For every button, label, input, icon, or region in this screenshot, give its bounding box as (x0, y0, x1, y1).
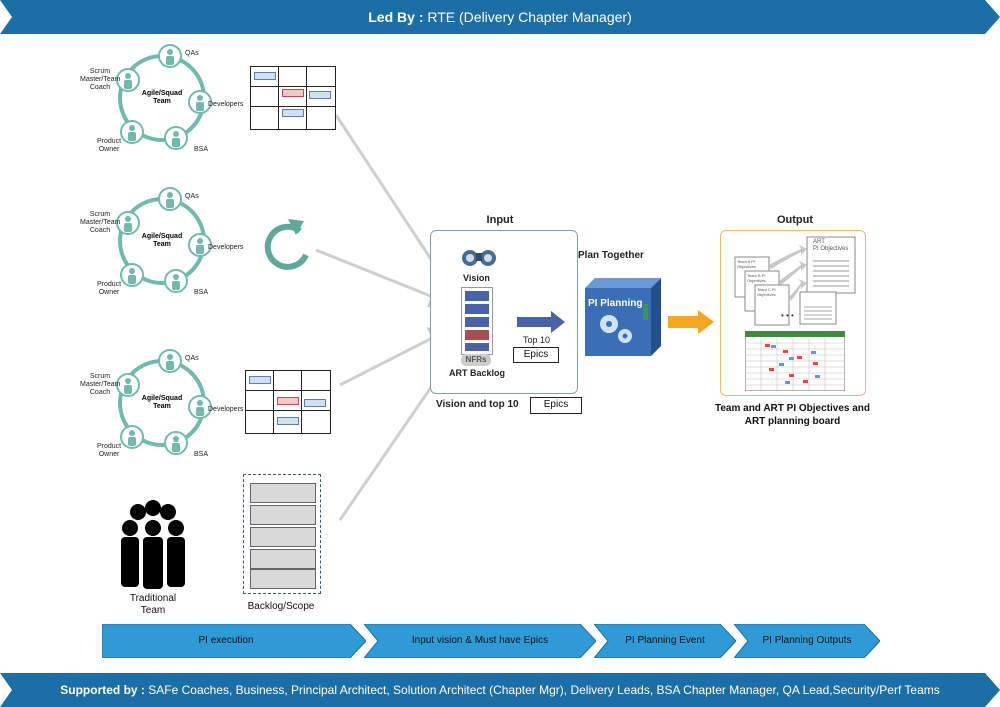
nfrs-label: NFRs (461, 354, 491, 366)
process-step-pi-planning-outputs[interactable]: PI Planning Outputs (734, 624, 880, 658)
card (249, 376, 271, 384)
input-title: Input (486, 214, 514, 226)
output-caption: Team and ART PI Objectives and ART plann… (714, 403, 871, 427)
role-dev: Developers (208, 101, 244, 108)
role-bsa: BSA (194, 289, 209, 296)
role-qa: QAs (185, 50, 199, 57)
process-step-label: PI execution (198, 635, 254, 646)
team-ring (116, 187, 212, 293)
pi-planning-cube (585, 278, 661, 356)
header-text: Led By : RTE (Delivery Chapter Manager) (368, 9, 632, 25)
role-bsa: BSA (194, 146, 209, 153)
role-po: Product Owner (96, 138, 122, 153)
plan-together-title: Plan Together (578, 250, 644, 261)
epics-box: Epics (513, 347, 559, 363)
process-step-pi-execution[interactable]: PI execution (102, 624, 366, 658)
team-a-label: Team A PI Objectives (737, 259, 756, 269)
input-box: Vision NFRs ART Backlog Top 10 Epics (430, 230, 578, 394)
role-bsa: BSA (194, 451, 209, 458)
process-step-label: PI Planning Event (625, 635, 705, 646)
process-step-pi-planning-event[interactable]: PI Planning Event (594, 624, 736, 658)
backlog-item (250, 527, 316, 547)
team-c-label: Team C PI Objectives (757, 287, 776, 297)
card (277, 397, 299, 405)
art-objectives-label: ART PI Objectives (813, 239, 849, 252)
role-scrum: Scrum Master/Team Coach (80, 373, 121, 396)
role-scrum: Scrum Master/Team Coach (80, 68, 121, 91)
planning-board (745, 331, 845, 391)
backlog-item (250, 549, 316, 569)
header-banner: Led By : RTE (Delivery Chapter Manager) (0, 0, 1000, 34)
team-center-label: Agile/Squad Team (141, 90, 183, 105)
output-title: Output (776, 214, 814, 226)
card (282, 109, 304, 117)
card (304, 399, 326, 407)
team-b-label: Team B PI Objectives (747, 273, 766, 283)
team-center-label: Agile/Squad Team (141, 233, 183, 248)
kanban-board-1 (250, 66, 336, 130)
card (282, 89, 304, 97)
kanban-board-2 (245, 370, 331, 434)
traditional-team-label: Traditional Team (129, 593, 177, 616)
role-dev: Developers (208, 406, 244, 413)
backlog-item (250, 483, 316, 503)
backlog-item (250, 505, 316, 525)
binoculars-icon (462, 250, 496, 266)
team-d-doc (799, 291, 837, 325)
backlog-scope-label: Backlog/Scope (247, 601, 315, 612)
role-qa: QAs (185, 355, 199, 362)
agile-team-1: Agile/Squad Team QAs Scrum Master/Team C… (80, 40, 255, 160)
footer-text: Supported by : SAFe Coaches, Business, P… (60, 683, 940, 697)
more-dots: • • • (781, 311, 794, 320)
pi-planning-label: PI Planning (588, 298, 643, 309)
role-po: Product Owner (96, 281, 122, 296)
vision-label: Vision (463, 273, 490, 283)
output-arrow (668, 310, 714, 334)
process-step-label: Input vision & Must have Epics (411, 635, 549, 646)
top10-label: Top 10 (523, 335, 551, 345)
backlog-stack (243, 474, 321, 594)
process-step-input-vision[interactable]: Input vision & Must have Epics (364, 624, 596, 658)
team-ring (116, 349, 212, 455)
agile-team-3: Agile/Squad Team QAs Scrum Master/Team C… (80, 345, 255, 465)
team-ring (116, 44, 212, 150)
card (309, 91, 331, 99)
role-dev: Developers (208, 244, 244, 251)
card (277, 417, 299, 425)
art-backlog-stack (461, 287, 493, 355)
role-po: Product Owner (96, 443, 122, 458)
process-step-label: PI Planning Outputs (762, 635, 852, 646)
role-scrum: Scrum Master/Team Coach (80, 211, 121, 234)
footer-banner: Supported by : SAFe Coaches, Business, P… (0, 673, 1000, 707)
agile-team-2: Agile/Squad Team QAs Scrum Master/Team C… (80, 183, 255, 303)
input-caption-epics: Epics (530, 397, 582, 414)
input-caption: Vision and top 10 (436, 399, 519, 410)
backlog-item (250, 569, 316, 589)
top10-arrow (517, 311, 565, 333)
card (254, 72, 276, 80)
art-backlog-label: ART Backlog (449, 368, 506, 378)
team-center-label: Agile/Squad Team (141, 395, 183, 410)
output-box: ART PI Objectives Team A PI Objectives T… (720, 230, 866, 396)
role-qa: QAs (185, 193, 199, 200)
refresh-icon (264, 219, 309, 270)
traditional-team-icon (121, 500, 185, 589)
